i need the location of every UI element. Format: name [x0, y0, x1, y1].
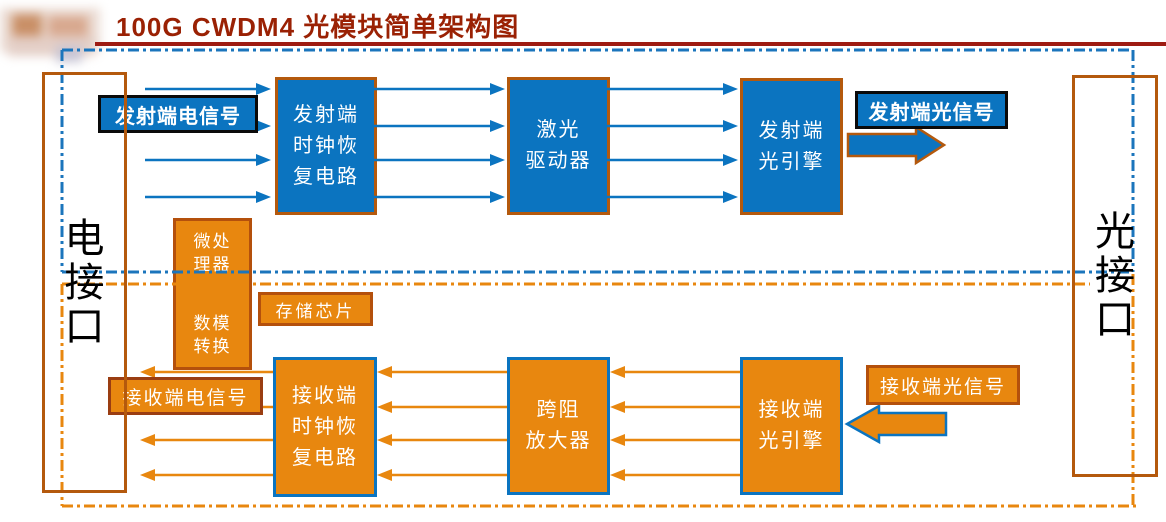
dac-label: 数模 转换 [193, 314, 232, 357]
block-mcu-dac: 微处 理器 数模 转换 [173, 218, 252, 370]
block-rx-clock-recovery: 接收端 时钟恢 复电路 [273, 357, 377, 497]
label-rx-optical-signal: 接收端光信号 [866, 365, 1020, 405]
block-tx-clock-recovery: 发射端 时钟恢 复电路 [275, 77, 377, 215]
electrical-interface-box: 电 接 口 [42, 72, 127, 493]
block-tia: 跨阻 放大器 [507, 357, 610, 495]
tx-output-big-arrow [846, 124, 947, 166]
redacted-logo [0, 0, 108, 64]
block-memory-chip: 存储芯片 [258, 292, 373, 326]
rx-input-big-arrow [844, 403, 948, 445]
blue-dashdot-border [60, 48, 1135, 274]
mcu-label: 微处 理器 [193, 232, 232, 274]
page-title: 100G CWDM4 光模块简单架构图 [116, 12, 520, 42]
label-rx-electrical-signal: 接收端电信号 [108, 377, 263, 415]
title-underline [95, 42, 1166, 46]
block-tx-optical-engine: 发射端 光引擎 [740, 78, 843, 215]
optical-interface-box: 光 接 口 [1072, 75, 1158, 477]
label-tx-optical-signal: 发射端光信号 [855, 91, 1008, 129]
block-rx-optical-engine: 接收端 光引擎 [740, 357, 843, 495]
block-laser-driver: 激光 驱动器 [507, 77, 610, 215]
orange-dashdot-border [60, 274, 1140, 508]
